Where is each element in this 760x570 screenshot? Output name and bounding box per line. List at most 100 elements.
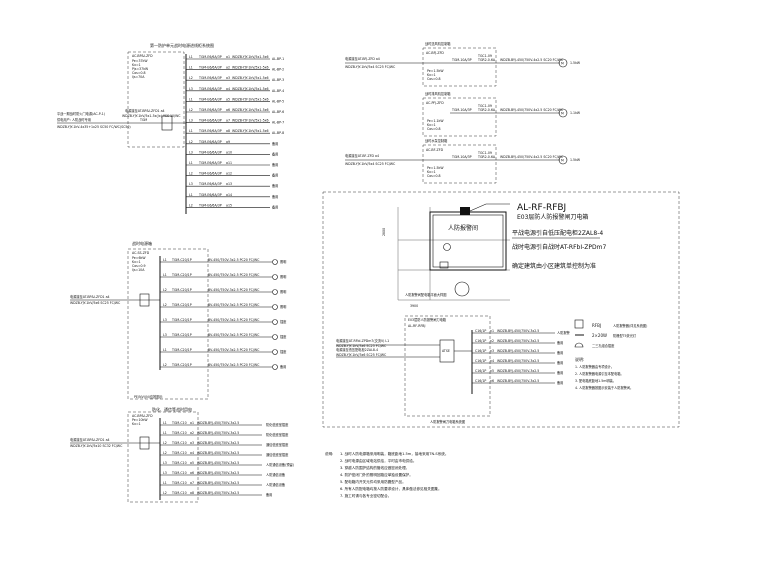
panel-b-param: Kx=1 xyxy=(132,260,141,264)
panel-b-incoming-cable: WDZB-YJY-1kV/5x6 SC25 FC/WC xyxy=(70,301,121,305)
box-title: 战时排风机控制箱 xyxy=(425,91,451,96)
box-incoming: 电源接至AT-BF-ZFD a4 xyxy=(345,153,379,158)
alarm-bus: AL-RF-RFBJ xyxy=(408,324,425,328)
circuit-label: n4 xyxy=(490,359,494,363)
breaker-label: TGM-C10 xyxy=(171,481,187,485)
circuit-label: a14 xyxy=(226,193,232,197)
breaker-label: TGM-C20/1P xyxy=(171,318,192,322)
distribution-box-symbol xyxy=(460,207,470,215)
circuit-label: n5 xyxy=(490,369,494,373)
breaker-label: C16/1P xyxy=(475,339,486,343)
cable-label: WDZB-BYJ-450/750V-3x2.5 xyxy=(497,349,539,353)
legend: RFBJ 人防报警器(详见系统图) 2×20W 防爆型T5荧光灯 二三孔组合插座… xyxy=(574,319,647,390)
circuit-label: a5 xyxy=(226,97,230,101)
alarm-caption: 人防报警闸刀电箱系统图 xyxy=(430,419,465,424)
load-symbol xyxy=(272,259,278,265)
panel-a-title: 第一防护单元战时电源进线柜系统图 xyxy=(150,42,214,48)
load-label: 人防通信设备 xyxy=(266,472,286,477)
breaker-label: TGM-E6/6A/3P xyxy=(198,97,222,101)
panel-c-incoming: 电源接至AT-BP&I-ZFD1 a4 xyxy=(70,437,110,442)
panel-a-feed-note: 供电用户: 人防战时专用 xyxy=(57,117,91,122)
phase-label: L2 xyxy=(189,172,193,176)
phase-label: L1 xyxy=(189,161,193,165)
circuit-label: a1 xyxy=(190,421,194,425)
breaker-label: TGM-E6/6A/3P xyxy=(198,203,222,207)
panel-c-frame xyxy=(127,411,199,503)
box-bus: AC-BF-ZFD xyxy=(426,148,444,152)
phase-label: L1 xyxy=(189,97,193,101)
breaker-label: TGM-C10 xyxy=(171,441,187,445)
breaker-label: TGM-C20/1P xyxy=(171,258,192,262)
breaker-label: TGM-E6/6A/3P xyxy=(198,193,222,197)
circuit-label: a7 xyxy=(190,481,194,485)
phase-label: L2 xyxy=(189,140,193,144)
circuit-label: a12 xyxy=(226,172,232,176)
footnote: 说明: 1. 战时人防电源箱采用明装，箱底距地1.5m，接地采用TN-S系统。 … xyxy=(325,451,449,498)
circuit-label: a6 xyxy=(190,471,194,475)
circuit-label: a4 xyxy=(190,451,194,455)
panel-a-param: Pjs=37kW xyxy=(132,67,149,71)
motor-symbol xyxy=(558,108,568,118)
phase-label: L2 xyxy=(163,363,167,367)
contactor-label: TGC1-09 xyxy=(477,151,492,155)
load-label: AL-BP-4 xyxy=(272,89,284,93)
cable-label: BV-450/750V-3x2.5 PC20 FC/WC xyxy=(208,363,260,367)
panel-c-param: Pe=10kW xyxy=(132,418,148,422)
load-label: 备用 xyxy=(272,162,278,167)
detail-heading: AL-RF-RFBJ xyxy=(517,203,566,213)
cable-label: WDZB-YJY-1kV/5x1-5x6 xyxy=(232,76,269,80)
load-symbol xyxy=(272,319,278,325)
panel-a-frame xyxy=(127,51,185,148)
legend-notes-title: 说明: xyxy=(575,356,584,362)
leader-line xyxy=(469,203,510,212)
cable-label: WDZB-YJY-1kV/5x1-5x6 xyxy=(232,97,269,101)
box-frame xyxy=(422,47,497,87)
breaker-label: TGM-C20/1P xyxy=(171,288,192,292)
load-label: 插座 xyxy=(280,319,287,324)
panel-a-param: Pe=37kW xyxy=(132,59,148,63)
panel-b-param: Pe=6kW xyxy=(132,256,146,260)
phase-label: L2 xyxy=(189,203,193,207)
phase-label: L3 xyxy=(189,87,193,91)
circuit-label: n1 xyxy=(490,329,494,333)
dimension-vertical: 2800 xyxy=(382,228,386,236)
box-param: Kx=1 xyxy=(427,170,436,174)
load-label: 备用 xyxy=(557,370,563,375)
cable-label: WDZB-YJY-1kV/5x1-5x6 xyxy=(232,119,269,123)
circuit-label: a3 xyxy=(226,76,230,80)
cable-label: WDZB-BYJ-450/750V-3x2.5 xyxy=(197,421,239,425)
cable-label: WDZB-BYJ-450/750V-3x2.5 xyxy=(197,431,239,435)
footnote-label: 说明: xyxy=(325,451,333,456)
relay-label: TGR2-0.6A xyxy=(477,58,496,62)
breaker-label: C16/1P xyxy=(475,349,486,353)
circuit-label: a9 xyxy=(226,140,230,144)
breaker-label: TGM-10A/3P xyxy=(451,108,472,112)
detail-frame xyxy=(322,191,680,428)
panel-b-incoming: 电源接至AT-BP&I-ZFD1 a4 xyxy=(70,294,110,299)
load-label: 防化值班室插座 xyxy=(266,432,289,437)
breaker-label: TGM-E6/6A/3P xyxy=(198,161,222,165)
breaker-label: C16/1P xyxy=(475,359,486,363)
panel-a-param: Kx=1 xyxy=(132,63,141,67)
panel-c-param: Kx=1 xyxy=(132,422,141,426)
alarm-title: E03层防人防报警闸刀电箱 xyxy=(408,317,447,322)
legend-text-3: 二三孔组合插座 xyxy=(592,343,615,348)
load-label: 备用 xyxy=(272,183,278,188)
axis-bubble xyxy=(454,281,470,297)
breaker-label: TGM-E6/6A/3P xyxy=(198,119,222,123)
panel-a-main-breaker xyxy=(161,115,173,131)
cable-label: WDZB-YJY-1kV/5x1-5x6 xyxy=(232,55,269,59)
panel-c-main-breaker xyxy=(139,436,150,450)
alarm-incoming-2: 电源接至低压配电柜2ZAL8-4 xyxy=(336,347,378,352)
phase-label: L1 xyxy=(163,273,167,277)
legend-text-2: 防爆型T5荧光灯 xyxy=(613,333,637,338)
load-label: 照明 xyxy=(280,305,286,309)
breaker-label: TGM-C10 xyxy=(171,451,187,455)
breaker-label: TGM-E6/6A/3P xyxy=(198,140,222,144)
legend-note: 2. 人防报警器电源引至本配电箱。 xyxy=(575,371,624,376)
phase-label: L1 xyxy=(189,193,193,197)
floor-plan-detail: 人防报警间 2800 3900 人防报警间配电箱平面大样图 AL-RF-RFBJ… xyxy=(382,203,606,308)
cable-label: WDZB-BYJ-450/750V-3x2.5 xyxy=(497,359,539,363)
